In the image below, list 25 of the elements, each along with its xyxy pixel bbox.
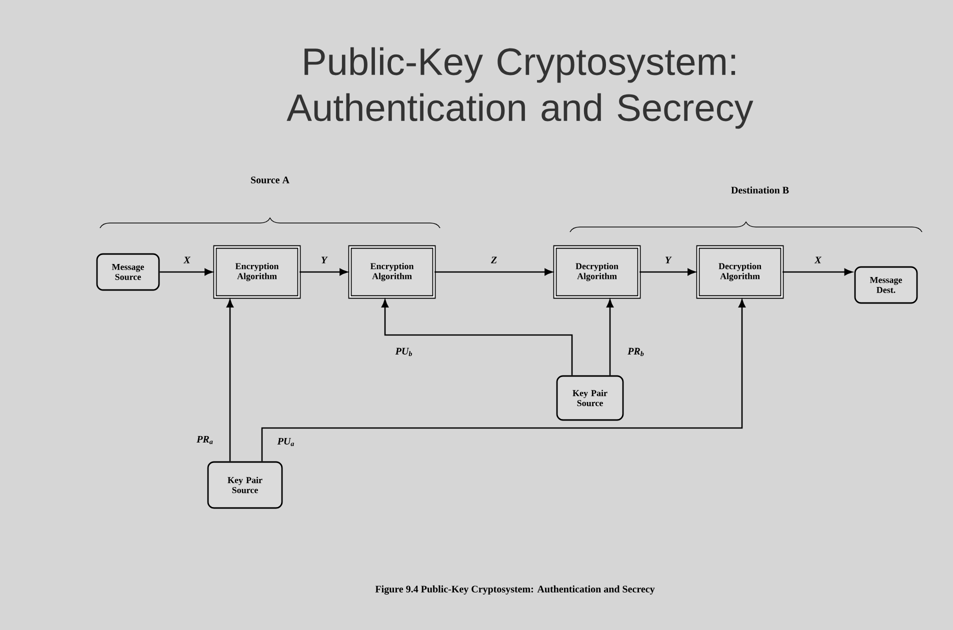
algorithm-box: Encryption Algorithm bbox=[213, 245, 301, 299]
arrow bbox=[382, 299, 573, 376]
edge-label: PR$_{a}$ bbox=[196, 434, 214, 446]
arrow bbox=[299, 268, 348, 276]
arrow bbox=[160, 268, 213, 276]
arrow bbox=[434, 268, 553, 276]
title: Public-Key Cryptosystem: Authentication and Secrecy bbox=[286, 47, 754, 129]
arrow bbox=[782, 268, 852, 276]
edge-label: X bbox=[814, 256, 822, 264]
algorithm-box: Decryption Algorithm bbox=[696, 245, 784, 299]
algorithm-box: Encryption Algorithm bbox=[348, 245, 436, 299]
source-box: Message Source bbox=[96, 253, 160, 291]
arrow bbox=[639, 268, 696, 276]
edge-label: PR$_{b}$ bbox=[626, 346, 646, 358]
edge-label: X bbox=[182, 256, 192, 264]
algorithm-box: Decryption Algorithm bbox=[553, 245, 641, 299]
source-box: Message Dest. bbox=[854, 266, 918, 304]
group-label: Destination B bbox=[731, 186, 789, 194]
arrow bbox=[261, 299, 746, 462]
source-box: Key Pair Source bbox=[556, 375, 624, 421]
arrow bbox=[226, 299, 234, 462]
caption: Figure 9.4 Public-Key Cryptosystem: Authentication and Secrecy bbox=[375, 585, 655, 595]
source-box: Key Pair Source bbox=[207, 461, 283, 509]
group-label: Source A bbox=[251, 176, 290, 184]
arrow bbox=[606, 299, 614, 376]
